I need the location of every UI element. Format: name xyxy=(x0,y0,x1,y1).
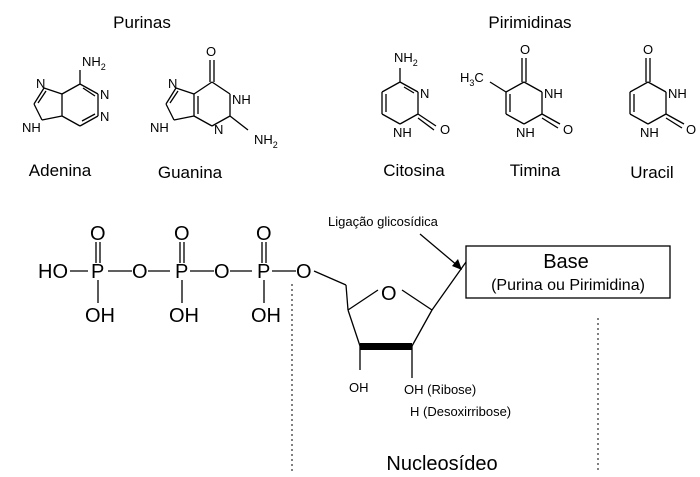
thymine-o2: O xyxy=(563,122,573,137)
phosphate-oh-2: OH xyxy=(169,305,199,327)
deoxyribose-2-h-label: H (Desoxirribose) xyxy=(410,404,511,419)
thymine-nh1: NH xyxy=(516,125,535,140)
ribose-2-oh-label: OH (Ribose) xyxy=(404,382,476,397)
base-box xyxy=(465,245,671,299)
cytosine-nh2: NH2 xyxy=(394,50,418,68)
guanine-o6: O xyxy=(206,44,216,59)
phosphate-oh-1: OH xyxy=(85,305,115,327)
adenine-n1: N xyxy=(100,87,109,102)
phosphate-oh-3: OH xyxy=(251,305,281,327)
purines-heading: Purinas xyxy=(113,13,171,32)
cytosine-nh1: NH xyxy=(393,125,412,140)
uracil-o4: O xyxy=(643,42,653,57)
uracil-nh1: NH xyxy=(640,125,659,140)
thymine-structure: O NH O NH H3C xyxy=(460,42,573,140)
phosphate-o-ester: O xyxy=(296,261,312,283)
adenine-label: Adenina xyxy=(29,161,92,180)
pyrimidines-heading: Pirimidinas xyxy=(488,13,571,32)
phosphate-ho: HO xyxy=(38,261,68,283)
adenine-nh2: NH2 xyxy=(82,54,106,72)
cytosine-structure: NH2 N O NH xyxy=(381,50,450,140)
nucleoside-label: Nucleosídeo xyxy=(386,453,497,475)
guanine-nh1: NH xyxy=(232,92,251,107)
cytosine-label: Citosina xyxy=(383,161,445,180)
triphosphate-structure: HO P O OH O P O OH O P O OH O xyxy=(38,223,347,327)
guanine-structure: O NH N NH2 N NH xyxy=(150,44,278,150)
uracil-nh3: NH xyxy=(668,86,687,101)
thymine-nh3: NH xyxy=(544,86,563,101)
ribose-structure: O OH OH (Ribose) H (Desoxirribose) xyxy=(345,261,511,419)
phosphate-p-beta: P xyxy=(175,261,188,283)
phosphate-p-gamma: P xyxy=(257,261,270,283)
phosphate-o-top-2: O xyxy=(174,223,190,245)
cytosine-o2: O xyxy=(440,122,450,137)
adenine-nh9: NH xyxy=(22,120,41,135)
guanine-nh9: NH xyxy=(150,120,169,135)
adenine-structure: NH2 N N N NH xyxy=(22,54,109,135)
phosphate-o-bridge-2: O xyxy=(214,261,230,283)
uracil-o2: O xyxy=(686,122,696,137)
uracil-structure: O NH O NH xyxy=(629,42,696,140)
guanine-label: Guanina xyxy=(158,163,223,182)
ribose-bold-bond xyxy=(360,343,412,350)
guanine-nh2: NH2 xyxy=(254,132,278,150)
phosphate-o-top-1: O xyxy=(90,223,106,245)
cytosine-n3: N xyxy=(420,86,429,101)
phosphate-p-alpha: P xyxy=(91,261,104,283)
thymine-h3c: H3C xyxy=(460,70,484,88)
glycosidic-arrow xyxy=(419,233,459,267)
ribose-3-oh: OH xyxy=(349,380,369,395)
phosphate-o-bridge-1: O xyxy=(132,261,148,283)
guanine-n3: N xyxy=(214,122,223,137)
base-box-title: Base xyxy=(543,251,589,273)
thymine-label: Timina xyxy=(510,161,561,180)
phosphate-o-top-3: O xyxy=(256,223,272,245)
phosphate-labels: HO P O OH O P O OH O P O OH O xyxy=(38,223,312,327)
ribose-ring-oxygen: O xyxy=(381,283,397,305)
adenine-n3: N xyxy=(100,109,109,124)
base-box-subtitle: (Purina ou Pirimidina) xyxy=(491,277,645,294)
thymine-o4: O xyxy=(520,42,530,57)
glycosidic-bond-label: Ligação glicosídica xyxy=(328,214,439,229)
uracil-label: Uracil xyxy=(630,163,673,182)
glycosidic-arrowhead xyxy=(452,259,462,270)
guanine-n7: N xyxy=(168,76,177,91)
adenine-n7: N xyxy=(36,76,45,91)
